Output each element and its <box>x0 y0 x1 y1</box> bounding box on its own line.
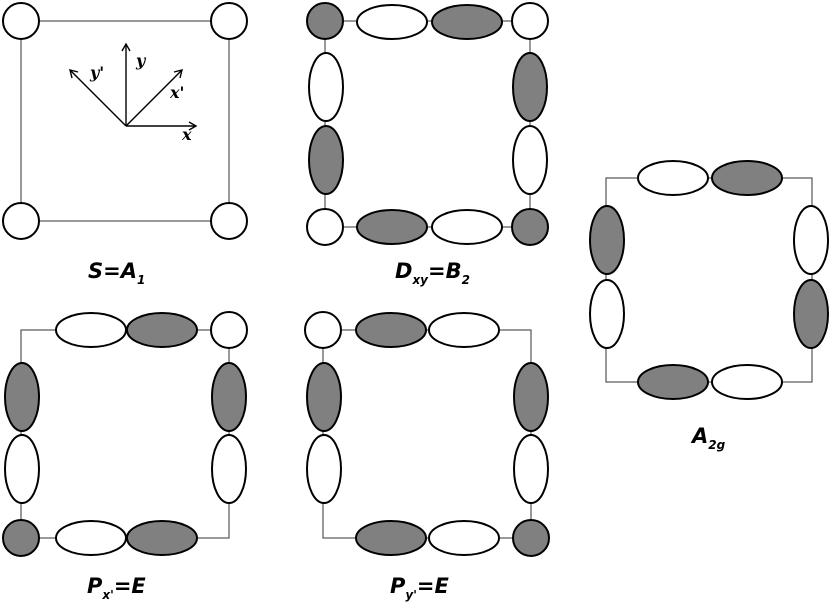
caption-a2g: A2g <box>690 424 726 452</box>
panel-dxy-b2: Dxy=B2 <box>306 2 549 287</box>
s-orbital-top-left <box>306 2 344 40</box>
p-lobe-bottom-right <box>711 364 783 400</box>
p-lobe-left-top <box>308 52 344 122</box>
p-lobe-right-bottom <box>512 125 548 195</box>
p-lobe-right-top <box>513 362 549 432</box>
p-lobe-left-bottom <box>4 434 40 504</box>
s-orbital-top-right <box>210 2 248 40</box>
panel-s-a1: x y x' y' S=A1 <box>2 2 248 287</box>
p-lobe-bottom-right <box>431 209 503 245</box>
x-prime-axis-label: x' <box>169 83 184 102</box>
p-lobe-bottom-left <box>55 520 127 556</box>
caption-s-a1: S=A1 <box>88 259 145 287</box>
square-edges <box>322 329 532 539</box>
p-lobe-left-bottom <box>589 279 625 349</box>
y-axis-label: y <box>135 51 147 70</box>
s-orbital-top-right <box>210 311 248 349</box>
p-lobe-top-left <box>55 312 127 348</box>
p-lobe-bottom-right <box>428 520 500 556</box>
p-lobe-top-right <box>711 160 783 196</box>
p-lobe-top-right <box>431 4 503 40</box>
x-prime-axis-arrow <box>125 69 183 127</box>
y-prime-axis-arrow <box>69 69 127 127</box>
s-orbital-bottom-left <box>2 202 40 240</box>
p-lobe-top-right <box>126 312 198 348</box>
caption-py-e: Py'=E <box>390 574 450 602</box>
s-orbital-top-right <box>511 2 549 40</box>
caption-px-e: Px'=E <box>87 574 146 602</box>
p-lobe-bottom-left <box>356 209 428 245</box>
x-axis-label: x <box>181 125 192 144</box>
p-lobe-right-bottom <box>513 434 549 504</box>
s-orbital-bottom-right <box>512 519 550 557</box>
p-lobe-top-left <box>355 312 427 348</box>
p-lobe-left-bottom <box>308 125 344 195</box>
p-lobe-right-top <box>211 362 247 432</box>
p-lobe-right-top <box>512 52 548 122</box>
s-orbital-bottom-right <box>511 208 549 246</box>
caption-dxy-b2: Dxy=B2 <box>395 259 470 287</box>
p-lobe-left-bottom <box>306 434 342 504</box>
p-lobe-bottom-left <box>637 364 709 400</box>
s-orbital-bottom-left <box>306 208 344 246</box>
p-lobe-left-top <box>589 205 625 275</box>
p-lobe-bottom-right <box>126 520 198 556</box>
p-lobe-right-bottom <box>211 434 247 504</box>
p-lobe-top-left <box>356 4 428 40</box>
coordinate-axes: x y x' y' <box>69 42 198 144</box>
s-orbital-bottom-right <box>210 202 248 240</box>
y-prime-axis-label: y' <box>89 63 104 82</box>
square-edges <box>20 20 230 222</box>
p-lobe-right-top <box>793 205 829 275</box>
p-lobe-bottom-left <box>355 520 427 556</box>
panel-a2g: A2g <box>589 160 829 452</box>
panel-px-e: Px'=E <box>2 311 248 602</box>
square-edges <box>324 20 531 228</box>
p-lobe-top-right <box>428 312 500 348</box>
p-lobe-right-bottom <box>793 279 829 349</box>
p-lobe-left-top <box>4 362 40 432</box>
p-lobe-left-top <box>306 362 342 432</box>
s-orbital-bottom-left <box>2 519 40 557</box>
s-orbital-top-left <box>2 2 40 40</box>
square-edges <box>20 329 230 539</box>
square-edges <box>605 177 813 383</box>
p-lobe-top-left <box>637 160 709 196</box>
panel-py-e: Py'=E <box>304 311 550 602</box>
s-orbital-top-left <box>304 311 342 349</box>
